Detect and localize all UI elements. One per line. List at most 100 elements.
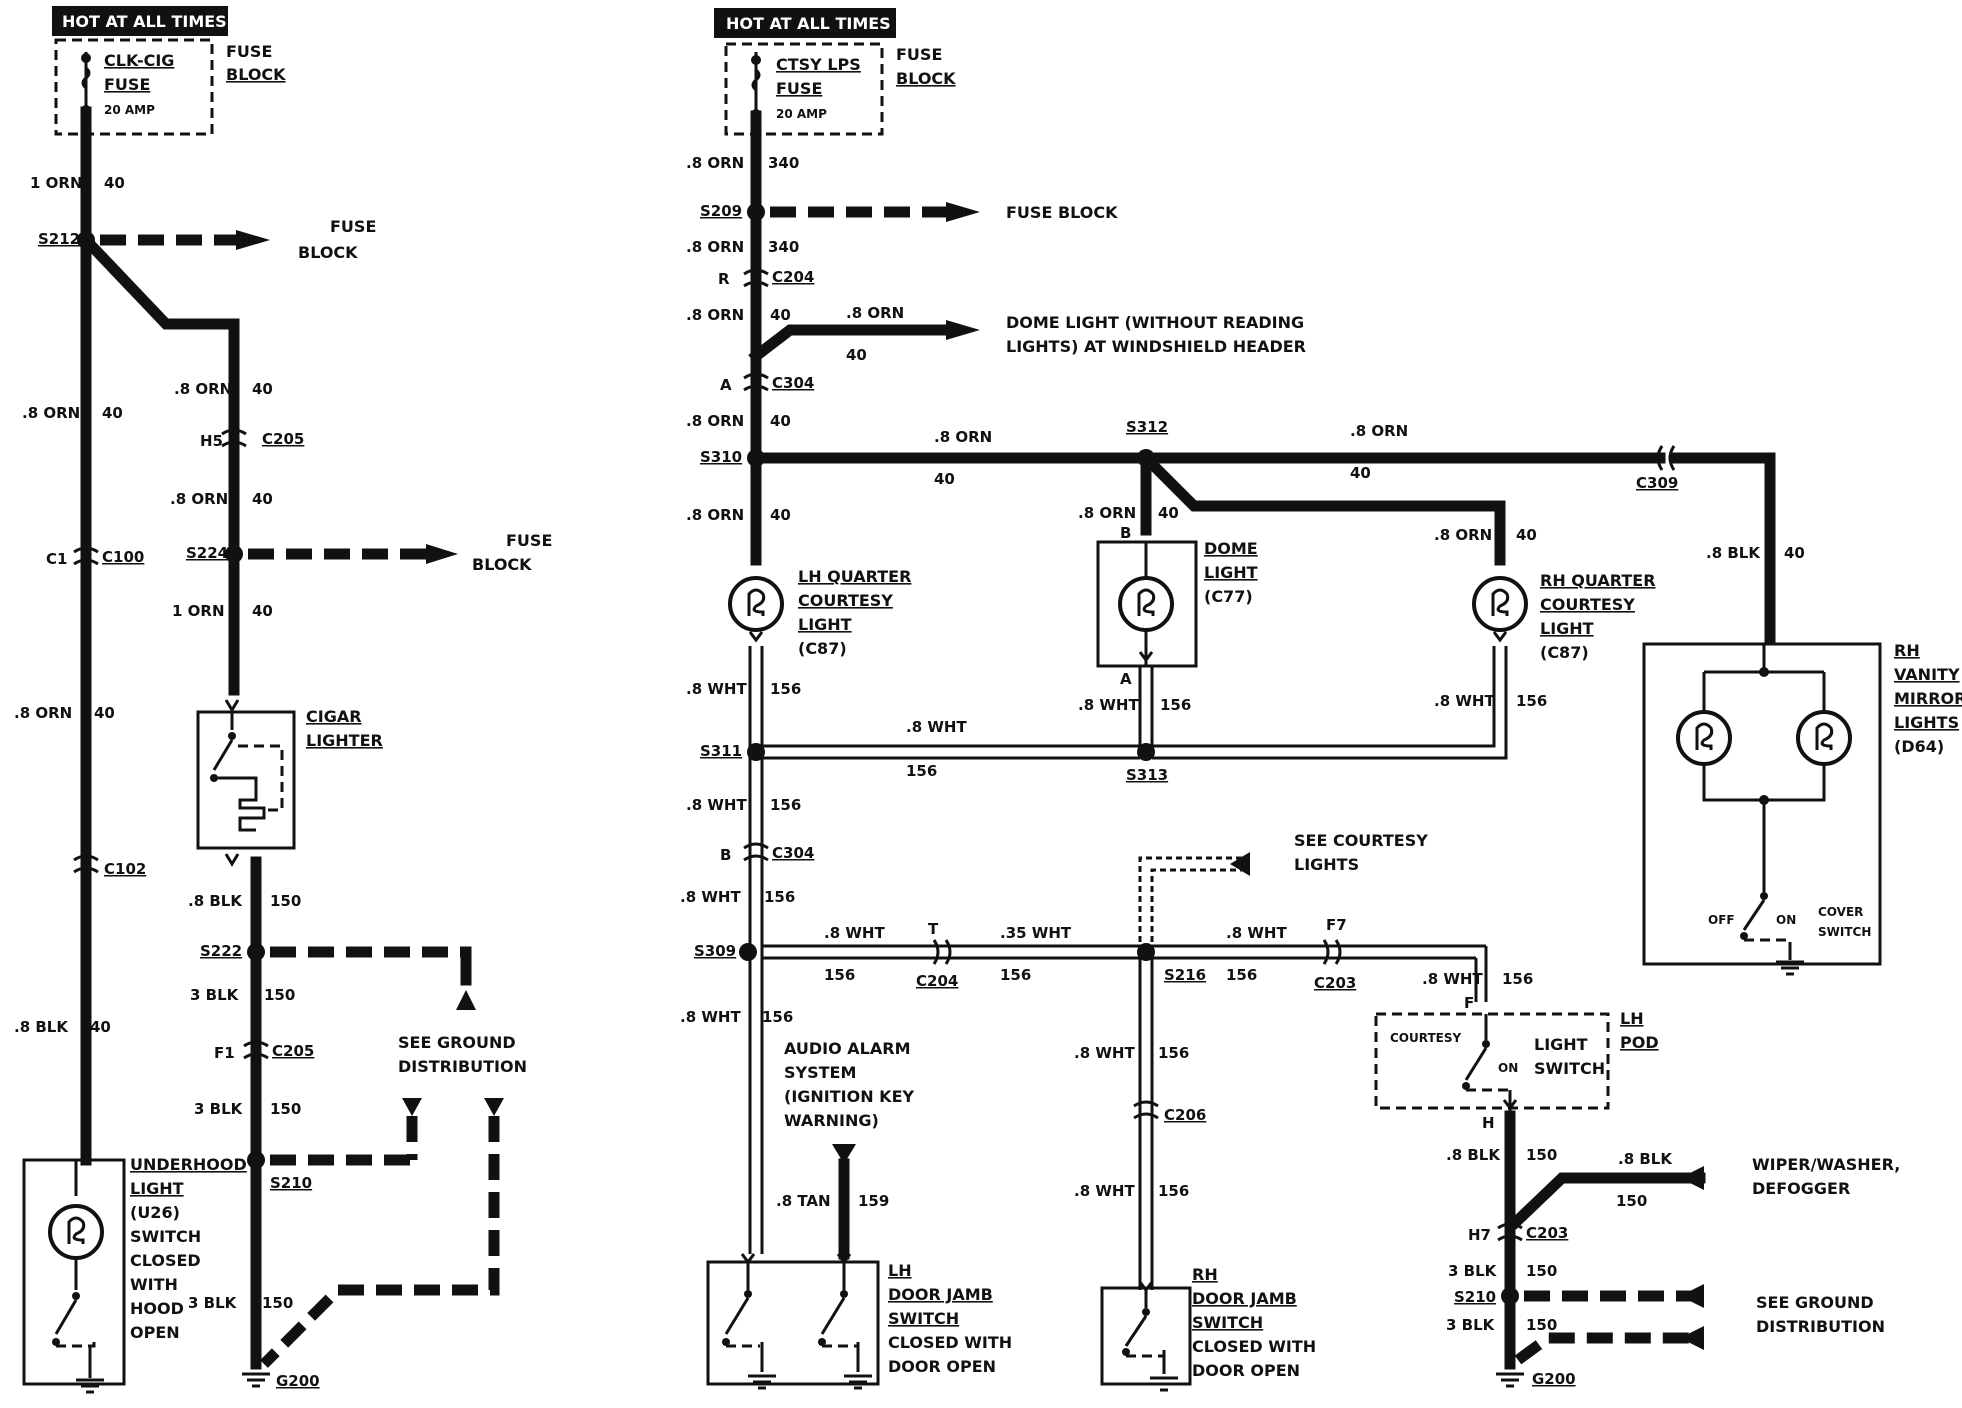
r-t-conn: T: [928, 920, 939, 938]
left-c40-d: 40: [252, 490, 273, 508]
audio-3: (IGNITION KEY: [784, 1087, 915, 1106]
r-w-o: .8 WHT: [686, 796, 747, 814]
left-h5: H5: [200, 432, 223, 450]
rhdj-2: DOOR JAMB: [1192, 1289, 1297, 1308]
lhdj-3: SWITCH: [888, 1309, 959, 1328]
r-cover-2: SWITCH: [1818, 925, 1871, 939]
left-w-8blk-b: .8 BLK: [14, 1018, 69, 1036]
r-c-o: 156: [770, 796, 801, 814]
rhv-3: MIRROR: [1894, 689, 1962, 708]
r-c-v: 156: [1158, 1044, 1189, 1062]
left-w-1orn-a: 1 ORN: [30, 174, 83, 192]
r-c-i: 40: [770, 506, 791, 524]
audio-1: AUDIO ALARM: [784, 1039, 911, 1058]
r-c203-a: C203: [1314, 974, 1356, 992]
r-w-r: .35 WHT: [1000, 924, 1072, 942]
rhdj-4: CLOSED WITH: [1192, 1337, 1316, 1356]
right-hot-header: HOT AT ALL TIMES: [726, 14, 891, 33]
rhv-2: VANITY: [1894, 665, 1960, 684]
uh-4: SWITCH: [130, 1227, 201, 1246]
left-c100: C100: [102, 548, 144, 566]
lhq-2: COURTESY: [798, 591, 893, 610]
left-fuse-name: CLK-CIG: [104, 51, 174, 70]
r-on: ON: [1776, 913, 1796, 927]
r-c-l: 156: [1160, 696, 1191, 714]
s224-splice: [225, 545, 243, 563]
r-w-d: .8 ORN: [686, 412, 744, 430]
r-c-n: 156: [906, 762, 937, 780]
s209-label: S209: [700, 202, 742, 220]
rhdj-5: DOOR OPEN: [1192, 1361, 1300, 1380]
right-fuse-amp: 20 AMP: [776, 107, 827, 121]
left-c205-a: C205: [262, 430, 304, 448]
s311-splice: [747, 743, 765, 761]
left-fuse-block: [54, 38, 214, 136]
r-a-conn: A: [720, 376, 732, 394]
s216-splice: [1137, 943, 1155, 961]
r-w-j: .8 BLK: [1706, 544, 1761, 562]
r-s210: S210: [1454, 1288, 1496, 1306]
r-b-conn: B: [720, 846, 731, 864]
left-hot-header: HOT AT ALL TIMES: [62, 12, 227, 31]
r-c-p: 156: [764, 888, 795, 906]
r-c-u: 156: [762, 1008, 793, 1026]
r-w-n: .8 WHT: [906, 718, 967, 736]
s309-label: S309: [694, 942, 736, 960]
r-c204-a: C204: [772, 268, 814, 286]
r-w-c: .8 ORN: [686, 306, 744, 324]
r-h7: H7: [1468, 1226, 1491, 1244]
right-fuse-name: CTSY LPS: [776, 55, 861, 74]
r-w-e: .8 ORN: [934, 428, 992, 446]
s224-label: S224: [186, 544, 228, 562]
dl-2: LIGHT: [1204, 563, 1258, 582]
lhq-4: (C87): [798, 639, 847, 658]
s212-label: S212: [38, 230, 80, 248]
s210-left-splice: [247, 1151, 265, 1169]
r-c-b: 340: [768, 238, 799, 256]
left-see-gnd-1: SEE GROUND: [398, 1033, 516, 1052]
right-circuit: HOT AT ALL TIMES CTSY LPS FUSE 20 AMP FU…: [680, 8, 1962, 1392]
left-circuit: HOT AT ALL TIMES CLK-CIG FUSE 20 AMP FUS…: [14, 6, 552, 1394]
left-w-8orn-d: .8 ORN: [14, 704, 72, 722]
r-c-e: 40: [934, 470, 955, 488]
right-fuse-block-2: BLOCK: [896, 69, 956, 88]
audio-4: WARNING): [784, 1111, 879, 1130]
left-f1: F1: [214, 1044, 235, 1062]
r-a-dome: A: [1120, 670, 1132, 688]
rhv-5: (D64): [1894, 737, 1944, 756]
r-c-q: 156: [824, 966, 855, 984]
left-w-3blk-b: 3 BLK: [194, 1100, 244, 1118]
left-fb2-1: FUSE: [330, 217, 376, 236]
r-c-a: 340: [768, 154, 799, 172]
r-w-w: .8 BLK: [1446, 1146, 1501, 1164]
r-w-a: .8 ORN: [686, 154, 744, 172]
s209-splice: [747, 203, 765, 221]
s216-label: S216: [1164, 966, 1206, 984]
left-fuse-word: FUSE: [104, 75, 150, 94]
r-c304-a: C304: [772, 374, 814, 392]
r-c304-b: C304: [772, 844, 814, 862]
right-hot-header-box: [714, 8, 896, 38]
r-c-d: 40: [770, 412, 791, 430]
rhq-3: LIGHT: [1540, 619, 1594, 638]
r-c-r: 156: [1000, 966, 1031, 984]
left-w-8orn-a: .8 ORN: [22, 404, 80, 422]
r-w-u: .8 WHT: [680, 1008, 741, 1026]
r-w-h: .8 ORN: [1434, 526, 1492, 544]
uh-2: LIGHT: [130, 1179, 184, 1198]
r-w-c2: .8 ORN: [846, 304, 904, 322]
cigar-label-2: LIGHTER: [306, 731, 383, 750]
s313-splice: [1137, 743, 1155, 761]
lhdj-5: DOOR OPEN: [888, 1357, 996, 1376]
r-w-x: .8 BLK: [1618, 1150, 1673, 1168]
s210-right-splice: [1501, 1287, 1519, 1305]
r-pod-2: POD: [1620, 1033, 1659, 1052]
left-c102: C102: [104, 860, 146, 878]
r-c-j: 40: [1784, 544, 1805, 562]
left-fb3-1: FUSE: [506, 531, 552, 550]
left-s210: S210: [270, 1174, 312, 1192]
r-r: R: [718, 270, 730, 288]
r-w-y: .8 TAN: [776, 1192, 831, 1210]
uh-1: UNDERHOOD: [130, 1155, 247, 1174]
